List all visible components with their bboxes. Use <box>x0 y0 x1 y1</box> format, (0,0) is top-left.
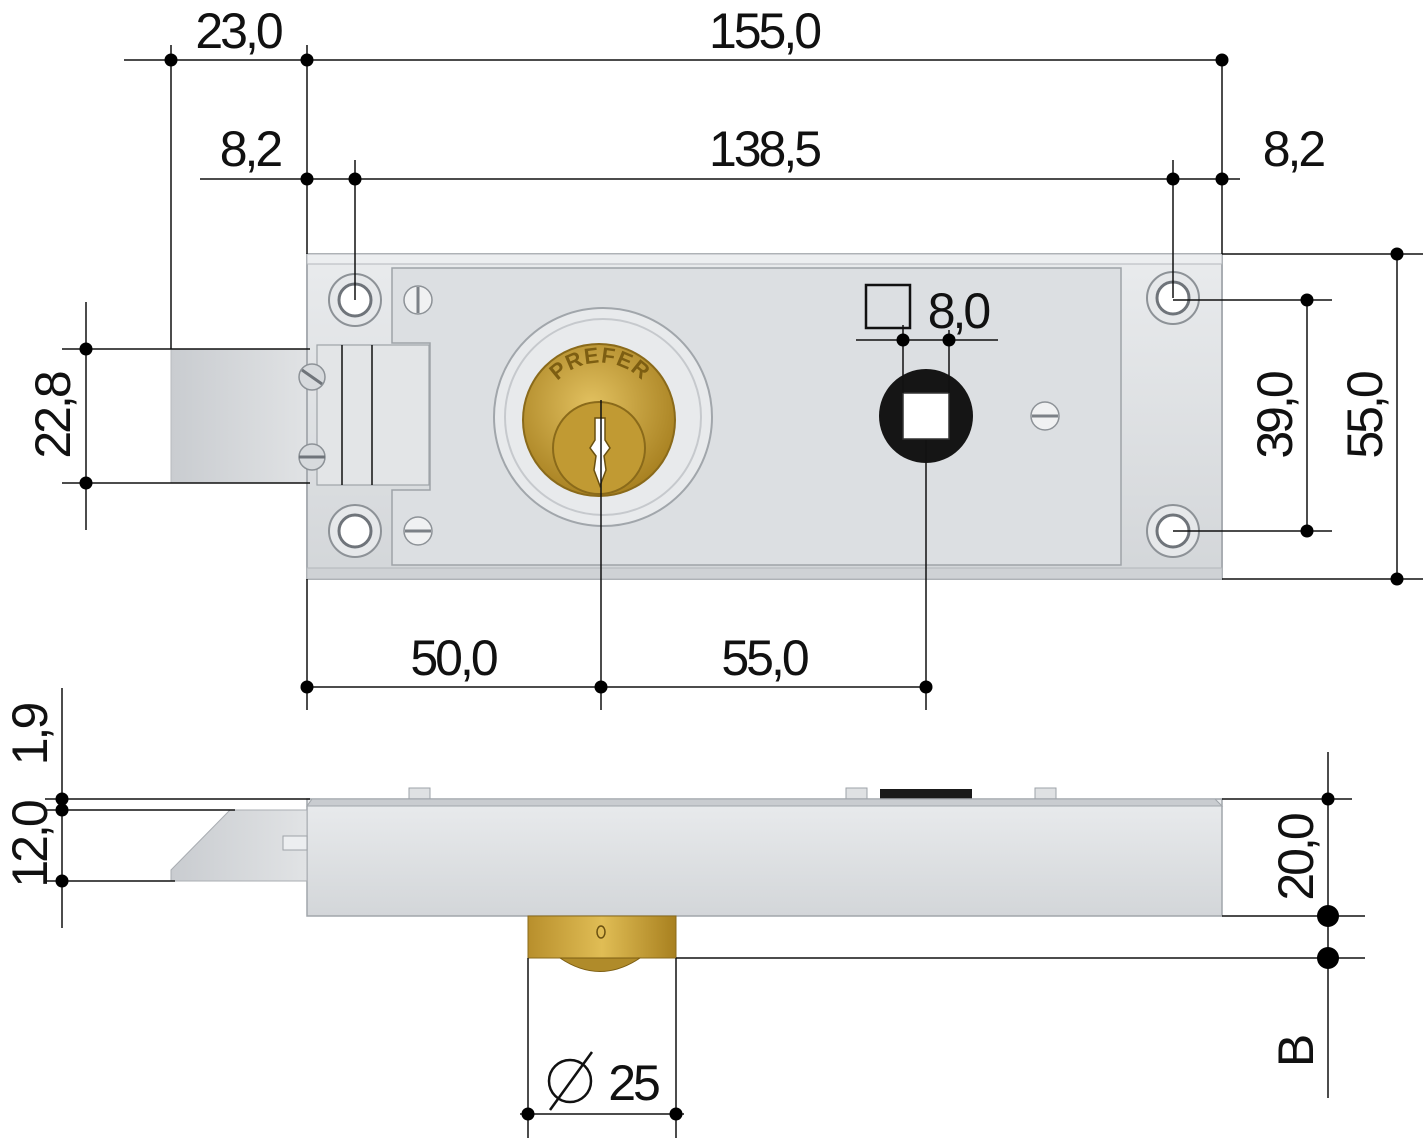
dim-extension-width: 23,0 <box>195 3 282 59</box>
screw-icon <box>1030 401 1060 431</box>
dim-overall-length: 155,0 <box>709 3 820 59</box>
keyway-icon <box>589 417 611 489</box>
dim-hole-spacing: 138,5 <box>709 121 820 177</box>
dim-case-depth: 20,0 <box>1268 814 1324 901</box>
screw-icon <box>298 363 326 391</box>
dim-bolt-height: 22,8 <box>25 372 81 459</box>
key-cylinder: PREFER <box>493 307 713 527</box>
dim-overall-height: 55,0 <box>1337 372 1393 459</box>
key-cylinder-side <box>527 915 677 972</box>
diameter-icon <box>547 1051 594 1111</box>
bolt-head <box>316 344 430 486</box>
dim-right-edge-to-hole: 8,2 <box>1263 121 1325 177</box>
square-symbol-icon <box>864 283 912 330</box>
dim-left-edge-to-hole: 8,2 <box>220 121 282 177</box>
dimension-lines-side <box>45 688 1365 1138</box>
latch-bolt-side <box>170 809 308 882</box>
dim-cylinder-to-square: 55,0 <box>721 630 808 686</box>
front-view: PREFER <box>170 253 1223 580</box>
case-bevel-bottom <box>306 567 1223 580</box>
case-bevel-top <box>306 253 1223 265</box>
screw-icon <box>403 285 433 315</box>
dim-square-size: 8,0 <box>928 283 990 339</box>
screw-icon <box>298 443 326 471</box>
latch-bolt <box>170 348 312 484</box>
dim-top-plate: 1,9 <box>2 704 58 766</box>
screw-icon <box>403 516 433 546</box>
dimension-lines-front <box>62 45 1423 710</box>
dim-backset: 50,0 <box>410 630 497 686</box>
side-view <box>170 787 1224 972</box>
lock-case-side <box>306 798 1223 917</box>
dim-cylinder-projection: B <box>1268 1036 1324 1067</box>
dim-cylinder-diameter: 25 <box>608 1055 659 1111</box>
dim-bolt-thickness: 12,0 <box>2 801 58 888</box>
mounting-hole-bottom-left <box>328 504 382 558</box>
dim-hole-vertical-spacing: 39,0 <box>1247 372 1303 459</box>
